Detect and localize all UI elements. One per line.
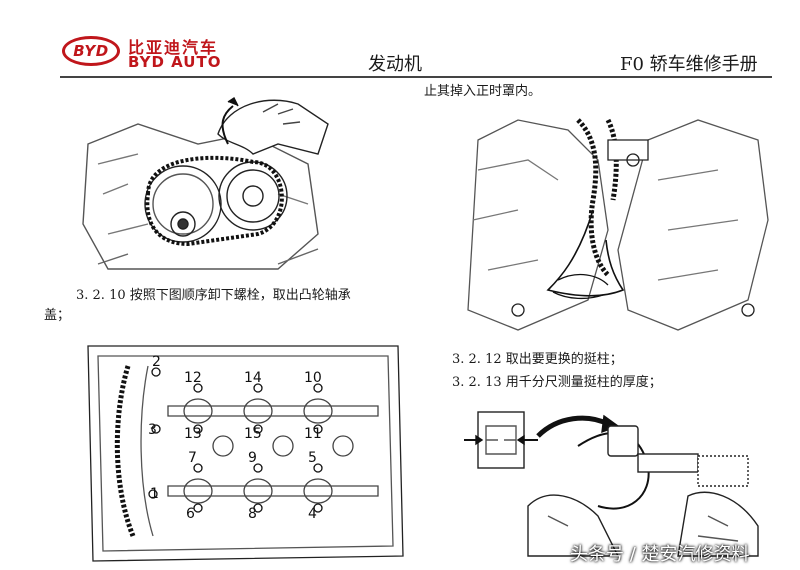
logo-chinese-name: 比亚迪汽车 <box>128 38 219 57</box>
step-3-2-10-line2: 盖； <box>44 308 71 323</box>
bolt-label-9: 9 <box>248 450 257 466</box>
step-3-2-10-line1: 3. 2. 10 按照下图顺序卸下螺栓，取出凸轮轴承 <box>76 288 351 303</box>
intro-text: 止其掉入正时罩内。 <box>424 84 542 99</box>
watermark: 头条号 / 楚安汽修资料 <box>570 544 750 565</box>
bolt-label-12: 12 <box>184 370 202 386</box>
step-3-2-12: 3. 2. 12 取出要更换的挺柱； <box>452 352 623 367</box>
section-title: 发动机 <box>368 54 422 75</box>
byd-logo: BYD 比亚迪汽车 BYD AUTO <box>62 34 232 74</box>
figure-micrometer <box>458 396 768 564</box>
bolt-label-4: 4 <box>308 506 317 522</box>
figure-chain-tied <box>458 100 778 340</box>
step-3-2-13: 3. 2. 13 用千分尺测量挺柱的厚度； <box>452 375 662 390</box>
bolt-label-6: 6 <box>186 506 195 522</box>
bolt-label-3: 3 <box>148 422 157 438</box>
logo-english-name: BYD AUTO <box>128 53 222 71</box>
bolt-label-7: 7 <box>188 450 197 466</box>
header-divider <box>60 76 772 78</box>
bolt-label-5: 5 <box>308 450 317 466</box>
bolt-label-15: 15 <box>244 426 262 442</box>
bolt-label-8: 8 <box>248 506 257 522</box>
bolt-label-14: 14 <box>244 370 262 386</box>
bolt-label-1: 1 <box>150 486 159 502</box>
byd-logo-badge: BYD <box>62 36 120 66</box>
figure-bolt-sequence: 1 2 3 4 5 6 7 8 9 10 11 12 13 14 15 <box>78 336 408 566</box>
bolt-label-13: 13 <box>184 426 202 442</box>
manual-title: F0 轿车维修手册 <box>620 54 758 75</box>
figure-chain-removal <box>78 84 338 274</box>
bolt-label-11: 11 <box>304 426 322 442</box>
bolt-label-2: 2 <box>152 354 161 370</box>
bolt-label-10: 10 <box>304 370 322 386</box>
